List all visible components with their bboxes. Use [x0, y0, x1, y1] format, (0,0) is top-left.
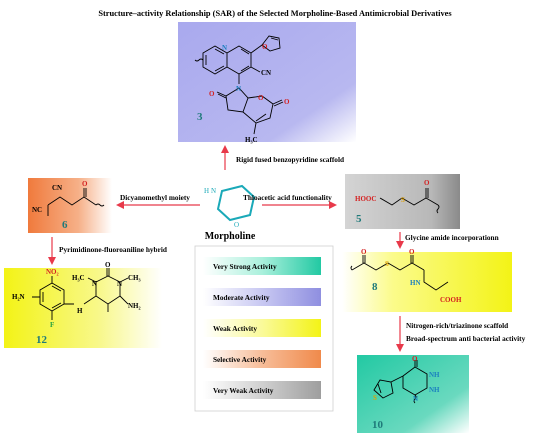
compound-5-o: O — [424, 179, 430, 187]
label-to-6: Dicyanomethyl moiety — [120, 193, 190, 202]
compound-8-s: S — [385, 260, 389, 268]
label-to-3: Rigid fused benzopyridine scaffold — [236, 155, 344, 164]
compound-3-ring-o: O — [258, 94, 264, 102]
legend-item-moderate: Moderate Activity — [203, 288, 321, 306]
compound-5-box: HOOC S O 5 — [345, 174, 460, 229]
compound-3-lactone-o: O — [284, 98, 290, 106]
compound-12-box: NO₂ H₂N F H O H₃C CH₃ N N NH₂ 12 — [4, 261, 162, 348]
compound-3-ring-n: N — [222, 44, 227, 52]
legend-swatch — [203, 381, 321, 399]
arrow-to-5 — [262, 201, 337, 209]
legend-swatch — [203, 257, 321, 275]
diagram-title: Structure–activity Relationship (SAR) of… — [98, 9, 452, 18]
legend-item-selective: Selective Activity — [203, 350, 321, 368]
label-to-8: Glycine amide incorporationn — [405, 233, 499, 242]
arrow-to-10 — [396, 316, 404, 352]
legend-item-very-strong: Very Strong Activity — [203, 257, 321, 275]
compound-3-cn: CN — [261, 69, 271, 77]
morpholine-o: O — [234, 221, 239, 229]
compound-12-fluoro: F — [50, 321, 54, 329]
morpholine-nh-h: H — [204, 187, 209, 195]
compound-12-carbonyl-o: O — [105, 261, 111, 269]
legend-item-very-weak: Very Weak Activity — [203, 381, 321, 399]
label-to-5: Thioacetic acid functionality — [243, 193, 332, 202]
compound-5-s: S — [401, 196, 405, 204]
compound-3-number: 3 — [197, 111, 203, 123]
compound-10-nh1: NH — [429, 371, 440, 379]
compound-8-o2: O — [409, 248, 415, 256]
legend-swatch — [203, 319, 321, 337]
compound-10-n: N — [413, 395, 418, 403]
arrows — [48, 145, 404, 352]
compound-10-box: S O NH NH N 10 — [357, 355, 469, 433]
legend-swatch — [203, 288, 321, 306]
label-to-12: Pyrimidinone-fluoroaniline hybrid — [59, 245, 167, 254]
arrow-to-12 — [48, 237, 56, 265]
compound-12-nh: H — [77, 307, 83, 315]
compound-12-methyl-a: H₃C — [72, 274, 85, 282]
compound-8-number: 8 — [372, 281, 378, 293]
compound-12-n1: N — [92, 280, 97, 288]
compound-12-n2: N — [117, 280, 122, 288]
compound-5-acid: HOOC — [355, 195, 376, 203]
legend-item-weak: Weak Activity — [203, 319, 321, 337]
compound-6-box: CN NC O 6 — [28, 178, 112, 233]
compound-10-nh2: NH — [429, 386, 440, 394]
compound-6-o: O — [82, 180, 88, 188]
arrow-to-8 — [396, 232, 404, 249]
legend-label: Moderate Activity — [213, 293, 270, 302]
legend-label: Very Strong Activity — [213, 262, 277, 271]
morpholine-core: H N O Morpholine — [204, 184, 256, 242]
compound-12-methyl-b: CH₃ — [128, 274, 141, 282]
compound-3-furan-o: O — [262, 43, 268, 51]
compound-10-s: S — [373, 394, 377, 402]
compound-6-number: 6 — [62, 219, 68, 231]
compound-10-o: O — [412, 355, 418, 363]
morpholine-label: Morpholine — [205, 231, 256, 242]
legend-label: Very Weak Activity — [213, 386, 274, 395]
arrow-to-3 — [221, 145, 229, 170]
compound-10-number: 10 — [372, 419, 384, 431]
legend-label: Selective Activity — [213, 355, 267, 364]
compound-8-box: O S O HN COOH 8 — [342, 248, 512, 312]
compound-12-number: 12 — [36, 334, 48, 346]
morpholine-n: N — [211, 187, 216, 195]
compound-12-nitro: NO₂ — [46, 268, 59, 276]
label-to-10-line2: Broad-spectrum anti bacterial activity — [406, 334, 526, 343]
legend-label: Weak Activity — [213, 324, 257, 333]
compound-5-number: 5 — [356, 213, 362, 225]
legend-swatch — [203, 350, 321, 368]
compound-8-nh: HN — [410, 279, 421, 287]
compound-6-nc: NC — [32, 206, 42, 214]
compound-12-amine: H₂N — [12, 293, 25, 301]
compound-12-nh2: NH₂ — [128, 302, 141, 310]
compound-3-lactam-o: O — [209, 90, 215, 98]
compound-6-cn: CN — [52, 184, 62, 192]
arrow-to-6 — [116, 201, 200, 209]
compound-3-box: O N CN N O O O H₃C 3 — [178, 22, 356, 144]
label-to-10-line1: Nitrogen-rich/triazinone scaffold — [406, 321, 508, 330]
compound-3-lactam-n: N — [236, 85, 241, 93]
compound-3-methyl: H₃C — [245, 136, 258, 144]
compound-8-o1: O — [361, 248, 367, 256]
compound-8-acid: COOH — [440, 296, 462, 304]
